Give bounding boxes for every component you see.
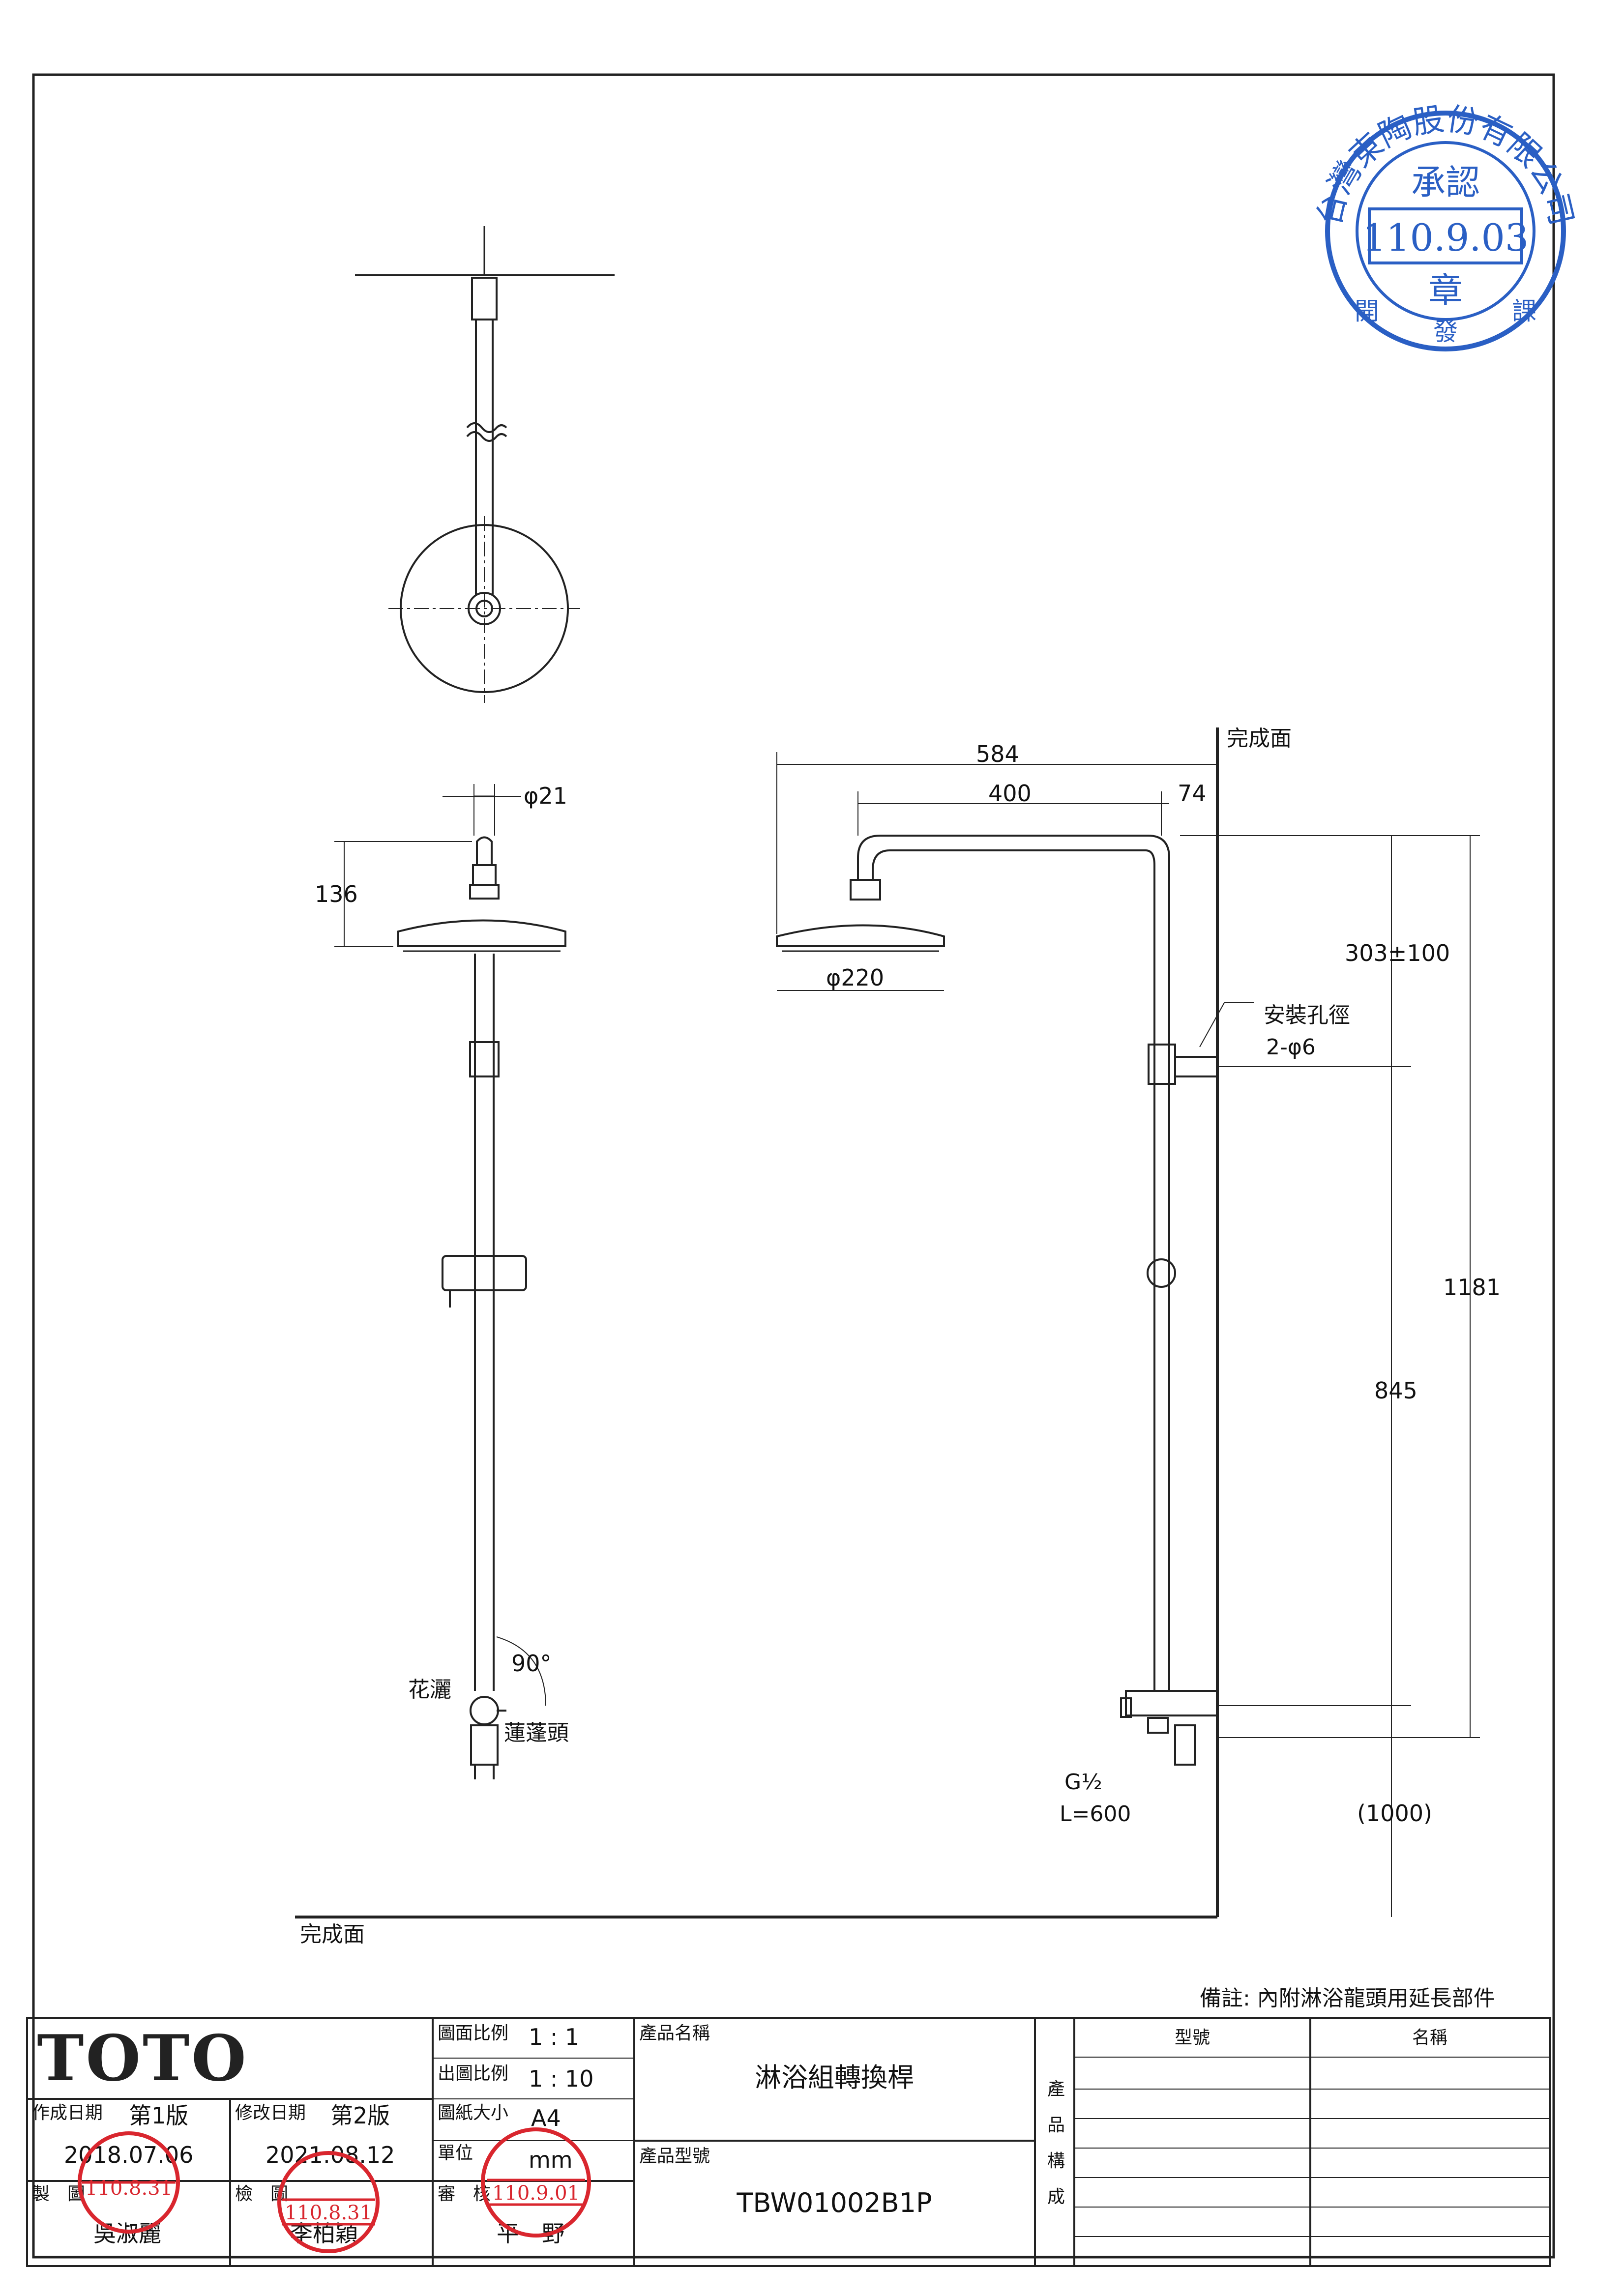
reviewer-stamp-date: 110.9.01: [492, 2182, 580, 2205]
slide-holder: [442, 1255, 527, 1291]
approval-stamp-left: 開: [1355, 297, 1379, 325]
label-hand-shower: 花灑: [408, 1677, 451, 1702]
reviewer-stamp: 110.9.01: [481, 2127, 591, 2238]
reviewer-stamp-ring: [481, 2127, 591, 2238]
drafted-label: 製 圖: [32, 2184, 85, 2204]
unit-value: mm: [529, 2147, 573, 2173]
paper-label: 圖紙大小: [438, 2103, 508, 2123]
sheet-border: [32, 73, 1555, 2259]
col-name: 名稱: [1412, 2028, 1447, 2048]
dim-400-text: 400: [988, 780, 1032, 807]
checker-stamp-ring: [277, 2151, 380, 2253]
diverter-knob: [470, 1696, 499, 1725]
approval-stamp-right: 課: [1512, 297, 1536, 325]
label-remark: 備註: 內附淋浴龍頭用延長部件: [1200, 1986, 1495, 2011]
dim-90-text: 90°: [511, 1650, 552, 1677]
approval-stamp-ring-inner: [1356, 141, 1535, 321]
shower-head-side: [397, 919, 566, 947]
checker-stamp: 110.8.31: [277, 2151, 380, 2253]
head-swivel: [472, 864, 497, 886]
side-lever: [1120, 1697, 1132, 1718]
dim-1181-text: 1181: [1443, 1274, 1501, 1301]
product-code-label: 產品型號: [639, 2146, 710, 2166]
approval-stamp-date: 110.9.03: [1362, 216, 1529, 260]
label-finished-surface-top: 完成面: [1227, 726, 1292, 751]
angle-arc: [496, 1636, 546, 1706]
composition-char-1: 產: [1047, 2079, 1065, 2099]
created-label: 作成日期: [32, 2103, 103, 2123]
composition-char-4: 成: [1047, 2187, 1065, 2207]
product-code: TBW01002B1P: [736, 2187, 932, 2218]
front-view: [334, 784, 566, 1779]
checker-stamp-date: 110.8.31: [285, 2202, 372, 2224]
top-view: [355, 226, 615, 703]
brand-logo: TOTO: [37, 2022, 248, 2095]
approval-stamp-bottom: 發: [1433, 318, 1458, 346]
modified-label: 修改日期: [235, 2103, 306, 2123]
drawing-text: 完成面 完成面 花灑 蓮蓬頭 安裝孔徑 2-φ6 G½ L=600 備註: 內附…: [300, 726, 1501, 2011]
created-edition: 第1版: [129, 2102, 188, 2129]
composition-char-3: 構: [1047, 2151, 1065, 2171]
drafter-stamp-date: 110.8.31: [85, 2177, 173, 2200]
print-scale-value: 1 : 10: [529, 2065, 594, 2092]
side-slide: [1147, 1258, 1176, 1288]
approval-stamp-top: 承認: [1411, 162, 1480, 203]
dim-74-text: 74: [1178, 780, 1207, 807]
approval-stamp-mid: 章: [1428, 270, 1463, 311]
paper-value: A4: [531, 2105, 561, 2131]
dim-845-text: 845: [1374, 1377, 1417, 1404]
scale-value: 1 : 1: [529, 2024, 579, 2050]
dim-136-text: 136: [315, 881, 358, 907]
front-bracket: [469, 1041, 500, 1077]
side-outlet: [1174, 1724, 1196, 1766]
dim-1000-text: (1000): [1357, 1800, 1432, 1827]
col-model: 型號: [1175, 2028, 1210, 2048]
dim-phi21-text: φ21: [524, 783, 567, 809]
composition-rows: [1074, 2057, 1550, 2237]
side-shower-head: [776, 924, 945, 947]
head-nut: [469, 884, 500, 900]
side-diverter: [1125, 1690, 1218, 1716]
dim-phi220-text: φ220: [826, 964, 884, 991]
approval-stamp: 台灣東陶股份有限公司 承認 110.9.03 章 發 開 課: [1311, 101, 1580, 351]
scale-label: 圖面比例: [438, 2023, 508, 2043]
label-mounting-hole: 安裝孔徑: [1264, 1003, 1350, 1028]
top-mount: [471, 277, 498, 320]
side-pipe-outer: [857, 835, 1170, 1691]
label-shower-head: 蓮蓬頭: [504, 1720, 569, 1745]
leader-mount-2: [1199, 1002, 1225, 1047]
label-hose-length: L=600: [1060, 1802, 1131, 1827]
diverter-body: [470, 1724, 499, 1766]
title-block-text: TOTO 作成日期 第1版 2018.07.06 修改日期 第2版 2021.0…: [32, 2022, 1447, 2247]
side-neck: [850, 879, 881, 901]
product-name-label: 產品名稱: [639, 2023, 710, 2043]
dim-303-text: 303±100: [1345, 940, 1450, 966]
side-view: [295, 727, 1480, 1918]
product-name: 淋浴組轉換桿: [755, 2062, 914, 2093]
title-block-frame: [26, 2017, 1551, 2267]
break-mark: [466, 422, 507, 433]
unit-label: 單位: [438, 2143, 473, 2163]
side-nut-1: [1147, 1717, 1169, 1734]
drafter-stamp-ring: [78, 2131, 180, 2234]
side-bracket: [1148, 1044, 1176, 1085]
print-scale-label: 出圖比例: [438, 2063, 508, 2084]
composition-char-2: 品: [1047, 2115, 1065, 2135]
label-mounting-hole-spec: 2-φ6: [1266, 1035, 1316, 1060]
approval-stamp-ring-outer: [1325, 111, 1566, 351]
head-neck-top: [476, 836, 493, 866]
label-finished-surface-bottom: 完成面: [300, 1922, 365, 1947]
side-bracket-arm: [1174, 1056, 1218, 1077]
label-thread: G½: [1064, 1770, 1102, 1795]
modified-edition: 第2版: [330, 2102, 390, 2129]
side-pipe-inner: [872, 849, 1155, 1691]
title-block: [26, 2017, 1551, 2267]
dim-584-text: 584: [976, 741, 1019, 767]
drafter-stamp: 110.8.31: [78, 2131, 180, 2234]
break-mark-2: [466, 431, 507, 442]
approval-stamp-date-box: [1368, 207, 1523, 264]
